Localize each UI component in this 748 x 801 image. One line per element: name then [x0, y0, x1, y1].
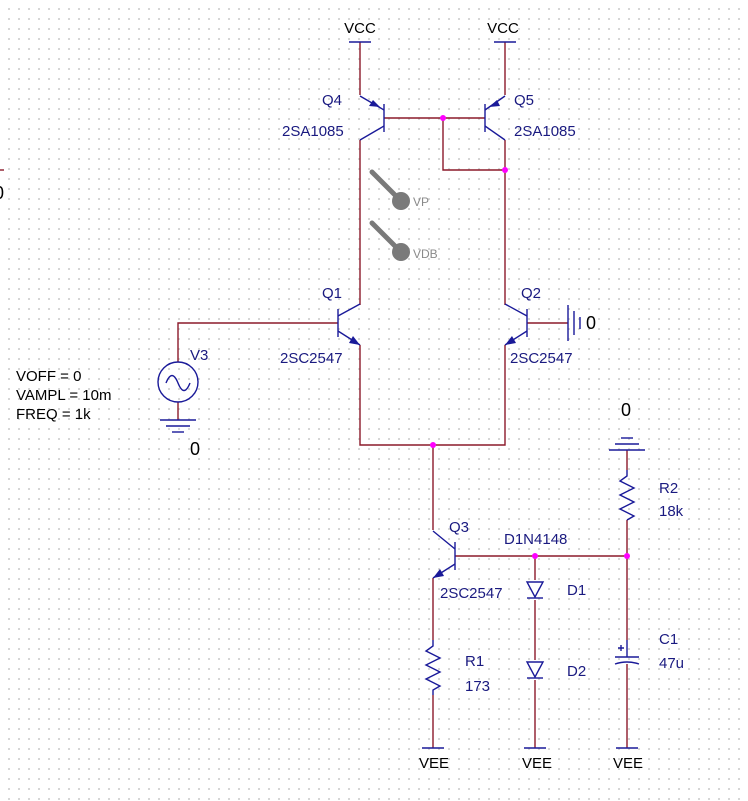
v3-param-vampl: VAMPL = 10m [16, 387, 111, 404]
q2-ground-label: 0 [586, 313, 596, 333]
q3-emitter-arrow [433, 569, 444, 578]
d2-triangle [525, 661, 545, 679]
probe-vp[interactable] [369, 169, 410, 210]
wire-tail [359, 345, 506, 446]
left-edge-label: 0 [0, 183, 4, 203]
junction-dot [440, 115, 446, 121]
transistor-q2-symbol[interactable] [504, 303, 528, 346]
junction-dot [502, 167, 508, 173]
vee-label-diodes: VEE [522, 755, 552, 772]
transistor-q1-symbol[interactable] [337, 303, 361, 346]
v3-ground-label: 0 [190, 439, 200, 459]
r2-ground-label: 0 [621, 400, 631, 420]
v3-param-freq: FREQ = 1k [16, 406, 91, 423]
vp-probe-icon [369, 169, 399, 199]
q1-collector-leg [337, 303, 361, 317]
r2-value-label: 18k [659, 503, 684, 520]
r2-ref-label: R2 [659, 480, 678, 497]
r1-value-label: 173 [465, 678, 490, 695]
q2-emitter-arrow [505, 336, 516, 345]
q2-ref-label: Q2 [521, 285, 541, 302]
v3-circle [157, 361, 199, 403]
transistor-q5-symbol[interactable] [484, 95, 506, 141]
junction-dot [624, 553, 630, 559]
q2-collector-leg [504, 303, 528, 317]
vdb-probe-label: VDB [413, 247, 438, 261]
wire-mirror-diode [442, 118, 505, 171]
q1-emitter-arrow [349, 336, 360, 345]
q1-model-label: 2SC2547 [280, 350, 343, 367]
vdb-probe-head [392, 243, 410, 261]
q4-collector-leg [359, 125, 385, 141]
q4-ref-label: Q4 [322, 92, 342, 109]
capacitor-c1[interactable] [614, 640, 640, 665]
v3-param-voff: VOFF = 0 [16, 368, 81, 385]
q4-emitter-arrow [369, 100, 380, 107]
resistor-r2[interactable] [618, 470, 636, 521]
vee-label-c1: VEE [613, 755, 643, 772]
c1-value-label: 47u [659, 655, 684, 672]
vcc-label-left: VCC [344, 20, 376, 37]
junction-dot [532, 553, 538, 559]
c1-plus-icon [618, 645, 624, 651]
q3-collector-leg [432, 530, 456, 550]
q5-collector-leg [484, 125, 506, 141]
diode-d2[interactable] [525, 661, 545, 679]
junction-dot [430, 442, 436, 448]
r1-ref-label: R1 [465, 653, 484, 670]
ground-r2 [609, 437, 645, 451]
q1-ref-label: Q1 [322, 285, 342, 302]
probe-vdb[interactable] [369, 220, 410, 261]
c1-ref-label: C1 [659, 631, 678, 648]
q5-emitter-arrow [489, 100, 500, 107]
ground-q2 [567, 305, 581, 341]
voltage-source-v3[interactable] [157, 361, 199, 403]
vcc-label-right: VCC [487, 20, 519, 37]
vee-label-r1: VEE [419, 755, 449, 772]
vp-probe-head [392, 192, 410, 210]
d1-triangle [525, 581, 545, 599]
diode-model-label: D1N4148 [504, 531, 567, 548]
q4-model-label: 2SA1085 [282, 123, 344, 140]
junctions [430, 115, 630, 559]
r2-zigzag [618, 470, 636, 521]
transistor-q3-symbol[interactable] [432, 530, 456, 579]
wire-v3-q1 [177, 322, 338, 362]
vp-probe-label: VP [413, 195, 429, 209]
q5-model-label: 2SA1085 [514, 123, 576, 140]
ground-v3 [160, 419, 196, 433]
c1-plate-bottom [614, 661, 640, 665]
d1-ref-label: D1 [567, 582, 586, 599]
vdb-probe-icon [369, 220, 399, 250]
q5-ref-label: Q5 [514, 92, 534, 109]
q3-model-label: 2SC2547 [440, 585, 503, 602]
diode-d1[interactable] [525, 581, 545, 599]
d2-ref-label: D2 [567, 663, 586, 680]
q3-ref-label: Q3 [449, 519, 469, 536]
q2-model-label: 2SC2547 [510, 350, 573, 367]
transistor-q4-symbol[interactable] [359, 95, 385, 141]
r1-zigzag [424, 640, 442, 695]
resistor-r1[interactable] [424, 640, 442, 695]
v3-ref-label: V3 [190, 347, 208, 364]
sine-icon [165, 374, 191, 392]
